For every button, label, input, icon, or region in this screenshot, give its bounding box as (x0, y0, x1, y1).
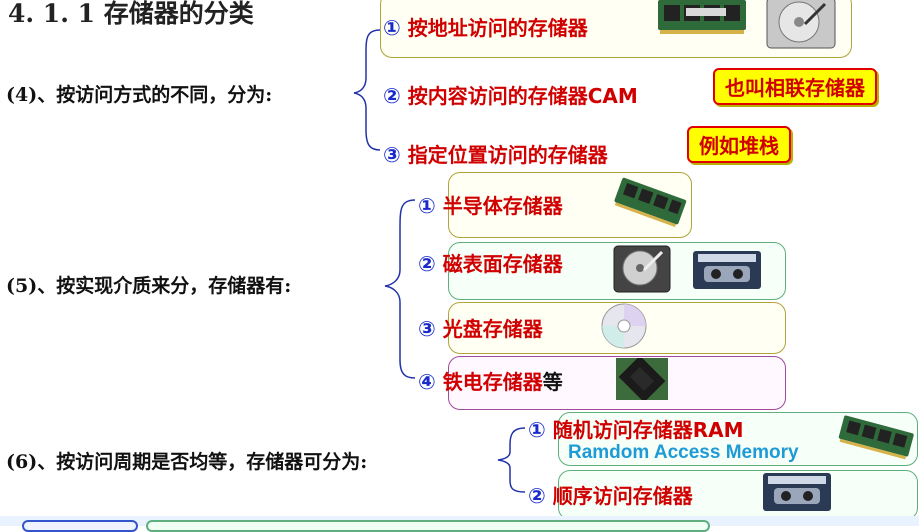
hard-disk-icon (613, 245, 671, 293)
row6-label: (6)、按访问周期是否均等，存储器可分为: (6, 451, 368, 473)
row4-item3-text: 指定位置访问的存储器 (407, 143, 608, 167)
row4-item1-text: 按地址访问的存储器 (407, 16, 588, 40)
row5-item3-text: 光盘存储器 (442, 317, 543, 341)
row5-item4-text: 铁电存储器 (442, 370, 543, 394)
ram-module-icon (658, 0, 746, 34)
row4-item1: ① 按地址访问的存储器 (383, 12, 588, 41)
row5-item4: ④ 铁电存储器等 (418, 366, 563, 395)
row4-item2-text: 按内容访问的存储器CAM (407, 84, 638, 108)
number-badge: ③ (383, 143, 401, 167)
number-badge: ② (528, 484, 546, 508)
row5-item2-text: 磁表面存储器 (442, 252, 563, 276)
row5-item4-suffix: 等 (542, 370, 563, 394)
ram-module-icon (838, 415, 914, 460)
bottom-tab (22, 520, 138, 532)
callout-associative-memory: 也叫相联存储器 (713, 68, 877, 105)
ram-module-icon (614, 177, 687, 228)
number-badge: ② (383, 84, 401, 108)
number-badge: ④ (418, 370, 436, 394)
row6-item1-text: 随机访问存储器RAM (552, 418, 744, 442)
number-badge: ② (418, 252, 436, 276)
row6-item2-text: 顺序访问存储器 (552, 484, 693, 508)
row6-item1-subtitle: Ramdom Access Memory (568, 442, 799, 463)
hard-disk-icon (766, 0, 836, 49)
chip-icon (616, 358, 668, 400)
bottom-bar (146, 520, 710, 532)
optical-disc-icon (601, 303, 647, 349)
number-badge: ① (528, 418, 546, 442)
cassette-tape-icon (763, 473, 831, 511)
row4-item3: ③ 指定位置访问的存储器 (383, 139, 608, 168)
cassette-tape-icon (693, 251, 761, 289)
row6-item1: ① 随机访问存储器RAM (528, 414, 744, 443)
row5-item1-text: 半导体存储器 (442, 194, 563, 218)
row5-item3: ③ 光盘存储器 (418, 313, 543, 342)
row4-label: (4)、按访问方式的不同，分为: (6, 84, 273, 106)
row4-item2: ② 按内容访问的存储器CAM (383, 80, 638, 109)
page-title: 4. 1. 1 存储器的分类 (8, 0, 254, 28)
row5-item1: ① 半导体存储器 (418, 190, 563, 219)
number-badge: ① (383, 16, 401, 40)
number-badge: ① (418, 194, 436, 218)
row6-item2: ② 顺序访问存储器 (528, 480, 693, 509)
callout-stack: 例如堆栈 (687, 126, 791, 163)
number-badge: ③ (418, 317, 436, 341)
row5-label: (5)、按实现介质来分，存储器有: (6, 275, 292, 297)
row5-item2: ② 磁表面存储器 (418, 248, 563, 277)
